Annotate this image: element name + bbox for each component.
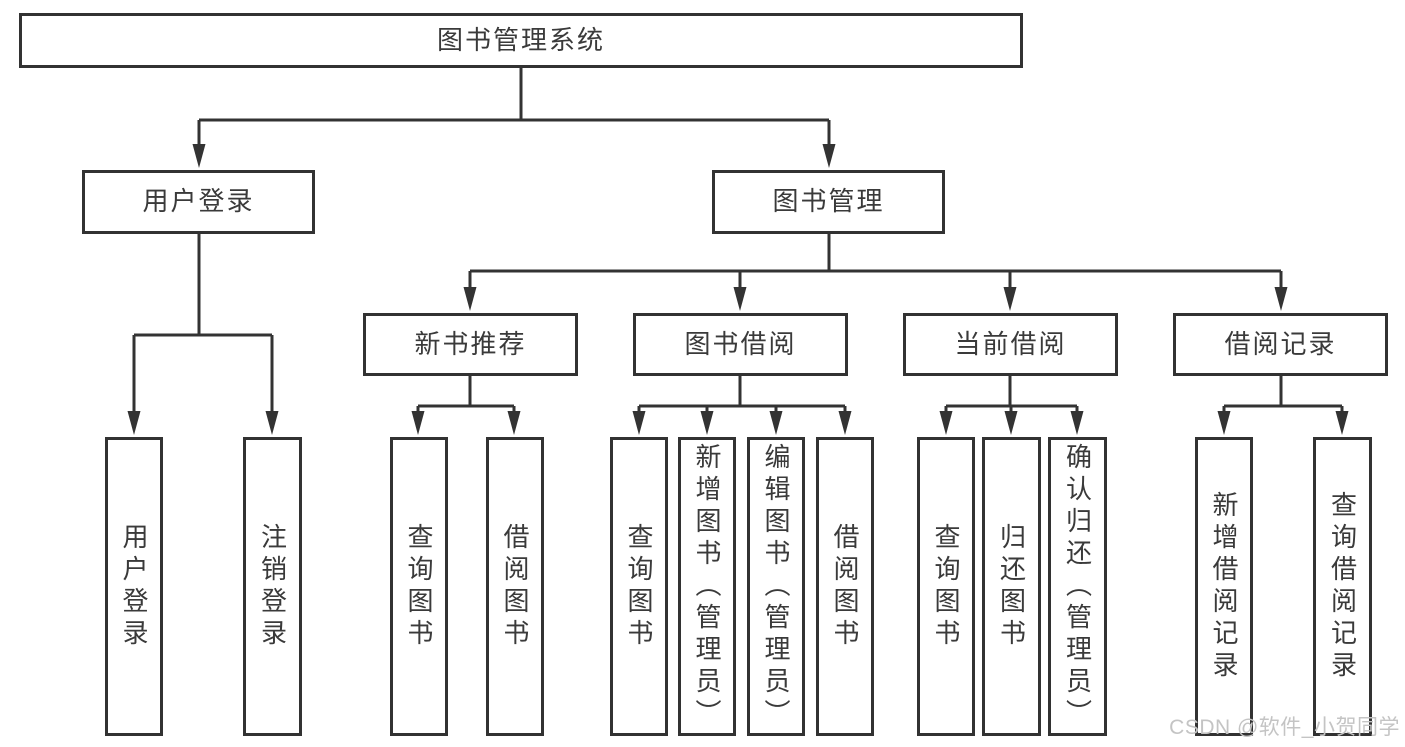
csdn-watermark: CSDN @软件_小贺同学 <box>1169 716 1400 739</box>
arrowhead <box>1070 411 1084 435</box>
node-label: 确认归还（管理员） <box>1062 442 1093 731</box>
connector-borrow-records-branch <box>1217 376 1349 435</box>
node-book-management: 图书管理 <box>712 170 945 234</box>
arrowhead <box>1004 411 1018 435</box>
node-label: 图书管理系统 <box>436 24 605 55</box>
node-label: 新增图书（管理员） <box>692 442 722 731</box>
arrowhead <box>463 287 477 311</box>
arrowhead <box>265 411 279 435</box>
arrowhead <box>769 411 783 435</box>
connector-current-borrow-branch <box>939 376 1084 435</box>
node-label: 借阅图书 <box>830 522 860 651</box>
node-new-book-recommend: 新书推荐 <box>363 313 578 376</box>
arrowhead <box>1003 287 1017 311</box>
arrowhead <box>822 144 836 168</box>
node-borrow-edit-books-admin: 编辑图书（管理员） <box>747 437 805 736</box>
node-current-query-books: 查询图书 <box>917 437 975 736</box>
node-borrow-records: 借阅记录 <box>1173 313 1388 376</box>
arrowhead <box>507 411 521 435</box>
arrowhead <box>127 411 141 435</box>
node-current-borrow: 当前借阅 <box>903 313 1118 376</box>
node-borrow-add-books-admin: 新增图书（管理员） <box>678 437 736 736</box>
arrowhead <box>939 411 953 435</box>
node-label: 当前借阅 <box>954 328 1067 359</box>
arrowhead <box>1274 287 1288 311</box>
node-records-add-record: 新增借阅记录 <box>1195 437 1253 736</box>
node-recommend-borrow-books: 借阅图书 <box>486 437 544 736</box>
node-current-return-books: 归还图书 <box>982 437 1041 736</box>
node-label: 查询借阅记录 <box>1327 490 1358 683</box>
arrowhead <box>733 287 747 311</box>
connector-new-book-branch <box>411 376 521 435</box>
node-book-borrow: 图书借阅 <box>633 313 848 376</box>
connector-root-branch <box>192 68 836 168</box>
node-label: 用户登录 <box>142 186 255 217</box>
node-label: 图书管理 <box>772 186 885 217</box>
connector-book-borrow-branch <box>632 376 852 435</box>
connector-user-login-branch <box>127 234 279 435</box>
node-label: 注销登录 <box>257 522 288 651</box>
node-label: 用户登录 <box>119 522 149 651</box>
node-borrow-borrow-books: 借阅图书 <box>816 437 874 736</box>
arrowhead <box>192 144 206 168</box>
node-label: 借阅记录 <box>1224 328 1337 359</box>
node-label: 归还图书 <box>996 522 1027 651</box>
node-label: 查询图书 <box>624 522 654 651</box>
node-label: 新增借阅记录 <box>1209 490 1239 683</box>
node-label: 图书借阅 <box>684 328 797 359</box>
node-current-confirm-return-admin: 确认归还（管理员） <box>1048 437 1107 736</box>
node-recommend-query-books: 查询图书 <box>390 437 448 736</box>
arrowhead <box>1217 411 1231 435</box>
node-label: 查询图书 <box>931 522 961 651</box>
arrowhead <box>700 411 714 435</box>
arrowhead <box>411 411 425 435</box>
node-user-login-leaf: 用户登录 <box>105 437 163 736</box>
arrowhead <box>632 411 646 435</box>
node-records-query-record: 查询借阅记录 <box>1313 437 1372 736</box>
arrowhead <box>838 411 852 435</box>
arrowhead <box>1335 411 1349 435</box>
connector-book-management-branch <box>463 234 1288 311</box>
node-borrow-query-books: 查询图书 <box>610 437 668 736</box>
node-label: 新书推荐 <box>414 328 527 359</box>
node-user-login: 用户登录 <box>82 170 315 234</box>
node-label: 借阅图书 <box>500 522 530 651</box>
node-label: 查询图书 <box>404 522 434 651</box>
node-root-system: 图书管理系统 <box>19 13 1023 68</box>
node-label: 编辑图书（管理员） <box>761 442 791 731</box>
node-logout-leaf: 注销登录 <box>243 437 302 736</box>
